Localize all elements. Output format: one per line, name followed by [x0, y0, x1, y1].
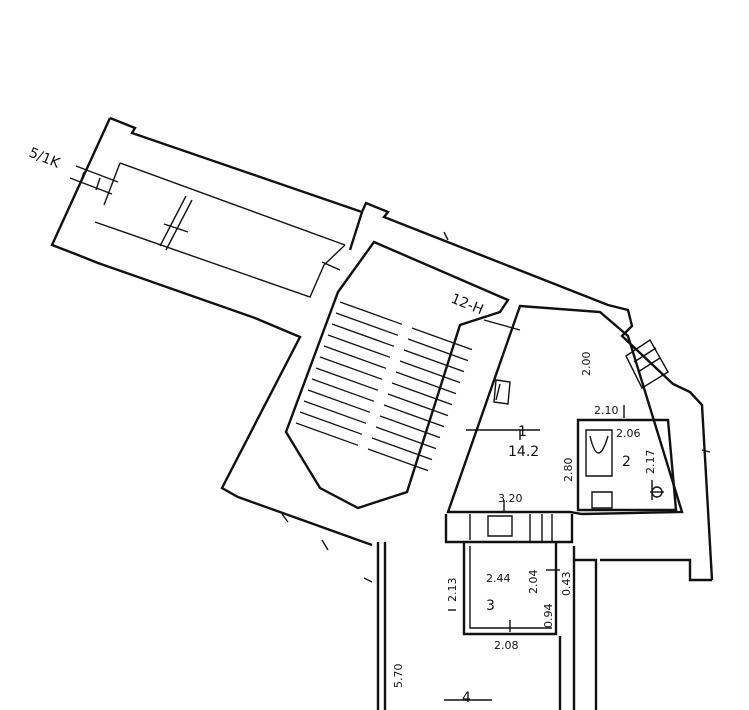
corridor-label: 12-Н	[449, 291, 486, 318]
dim-5-70: 5.70	[392, 664, 405, 689]
stair-flight-left	[295, 301, 403, 446]
room-1-area: 14.2	[508, 444, 539, 460]
dim-0-43: 0.43	[560, 572, 573, 597]
stair-tread	[387, 393, 449, 417]
room-4	[376, 542, 712, 710]
stair-tread	[299, 411, 363, 435]
stair-tread	[399, 360, 461, 384]
room-1-number: 1	[518, 424, 527, 440]
stair-tread	[327, 334, 391, 358]
stair-tread	[391, 382, 453, 406]
dim-2-06: 2.06	[616, 427, 641, 440]
dim-2-17: 2.17	[644, 450, 657, 475]
stair-tread	[367, 448, 429, 472]
window-right	[625, 338, 669, 389]
room-1	[446, 304, 684, 516]
internal-door	[159, 195, 193, 251]
dim-0-94: 0.94	[542, 604, 555, 629]
upper-wing-walls	[50, 116, 714, 581]
stair-tread	[411, 327, 473, 351]
room-2	[576, 418, 678, 512]
dim-2-44: 2.44	[486, 572, 511, 585]
room-3	[462, 542, 558, 636]
stair-tread	[295, 422, 359, 446]
dim-2-13: 2.13	[446, 578, 459, 603]
stair-tread	[407, 338, 469, 362]
dimension-ticks	[448, 405, 625, 632]
stair-tread	[323, 345, 387, 369]
stair-tread	[379, 415, 441, 439]
stair-tread	[303, 400, 367, 424]
balcony-door	[69, 165, 119, 195]
dim-2-04: 2.04	[527, 570, 540, 595]
room-4-number: 4	[462, 690, 471, 706]
hallway	[444, 514, 574, 544]
stair-tread	[335, 312, 399, 336]
dim-2-80: 2.80	[562, 458, 575, 483]
dim-2-00: 2.00	[580, 352, 593, 377]
stair-tread	[311, 378, 375, 402]
stair-tread	[403, 349, 465, 373]
dim-3-20: 3.20	[498, 492, 523, 505]
stair-tread	[383, 404, 445, 428]
dim-2-08: 2.08	[494, 639, 519, 652]
stair-tread	[319, 356, 383, 380]
stair-flight-right	[367, 327, 473, 472]
stair-tread	[375, 426, 437, 450]
stair-tread	[315, 367, 379, 391]
stair-tread	[395, 371, 457, 395]
stair-tread	[339, 301, 403, 325]
stair-tread	[371, 437, 433, 461]
stair-tread	[331, 323, 395, 347]
dim-2-10: 2.10	[594, 404, 619, 417]
stair-tread	[307, 389, 371, 413]
room-2-number: 2	[622, 454, 631, 470]
balcony-label: 5/1K	[27, 145, 63, 172]
room-3-number: 3	[486, 598, 495, 614]
wall-marks	[281, 231, 711, 583]
stairwell	[284, 240, 510, 510]
